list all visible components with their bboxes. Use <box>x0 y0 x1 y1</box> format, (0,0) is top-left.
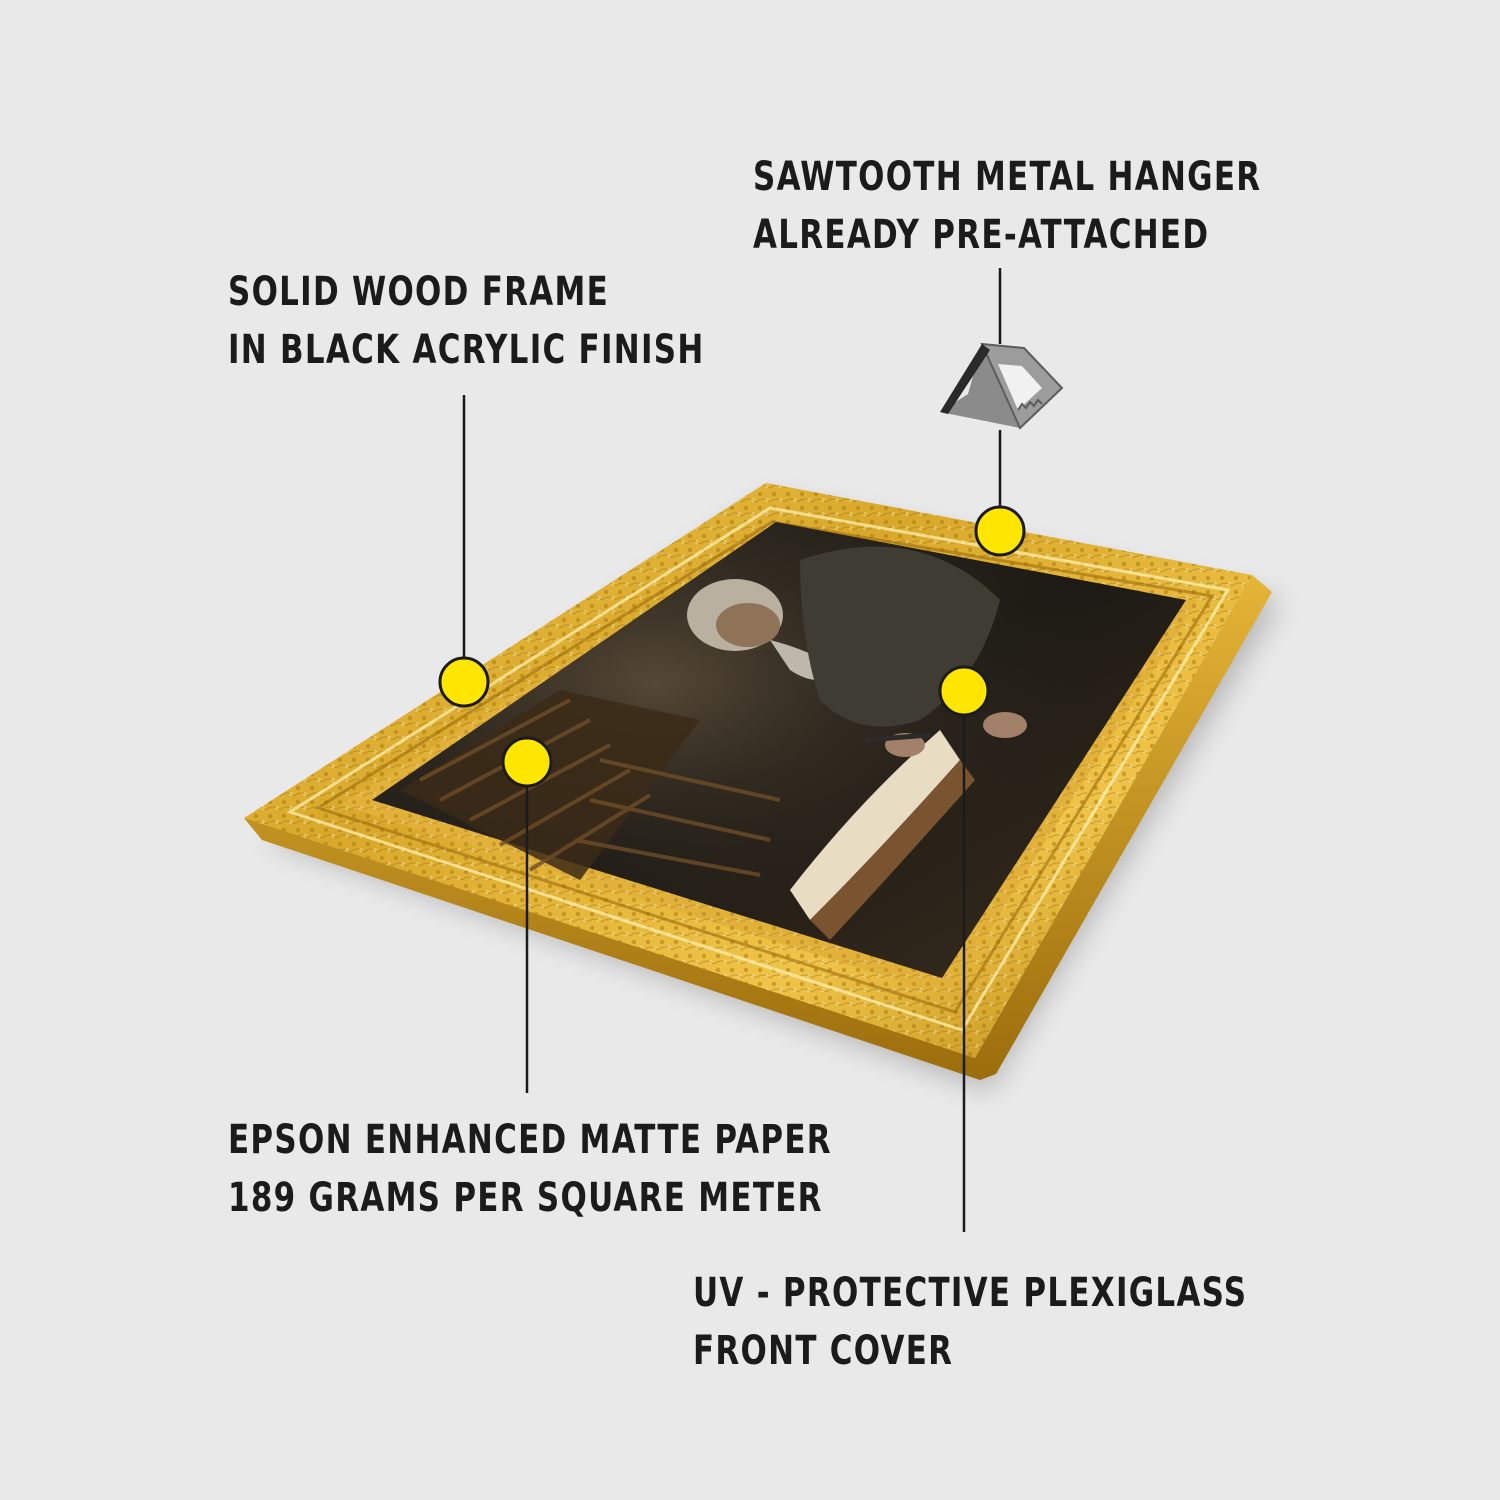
frame-callout-line1: SOLID WOOD FRAME <box>228 269 610 315</box>
hanger-marker-dot <box>974 505 1026 557</box>
sawtooth-hanger-icon <box>940 342 1064 430</box>
cover-callout-line2: FRONT COVER <box>693 1328 954 1374</box>
hanger-callout: SAWTOOTH METAL HANGER ALREADY PRE-ATTACH… <box>753 148 1261 264</box>
hanger-callout-line1: SAWTOOTH METAL HANGER <box>753 154 1262 200</box>
frame-callout-line2: IN BLACK ACRYLIC FINISH <box>228 327 705 373</box>
leader-lines <box>462 268 1002 1232</box>
hanger-callout-line2: ALREADY PRE-ATTACHED <box>753 212 1210 258</box>
frame-callout: SOLID WOOD FRAME IN BLACK ACRYLIC FINISH <box>228 263 705 379</box>
cover-callout: UV - PROTECTIVE PLEXIGLASS FRONT COVER <box>693 1264 1247 1380</box>
quill <box>864 732 931 743</box>
frame-marker-dot <box>438 656 490 708</box>
paper-callout-line2: 189 GRAMS PER SQUARE METER <box>228 1175 823 1221</box>
paper-marker-dot <box>501 736 553 788</box>
bookshelf <box>400 690 700 880</box>
cover-callout-line1: UV - PROTECTIVE PLEXIGLASS <box>693 1270 1248 1316</box>
open-book <box>790 730 960 920</box>
paper-callout-line1: EPSON ENHANCED MATTE PAPER <box>228 1117 832 1163</box>
cover-marker-dot <box>938 665 990 717</box>
paper-callout: EPSON ENHANCED MATTE PAPER 189 GRAMS PER… <box>228 1111 832 1227</box>
